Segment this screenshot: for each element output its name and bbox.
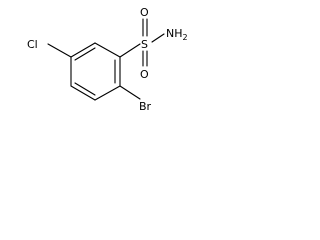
atom-amine-subscript: 2 — [183, 33, 188, 42]
bond-ring-to-chlorine — [47, 43, 72, 58]
ring-bond-c2-c3 — [70, 42, 96, 58]
ring-bond-c4-c5 — [70, 85, 96, 101]
bond-ring-to-bromine — [119, 85, 141, 100]
atom-amine-nh: NH — [166, 27, 183, 40]
atom-oxygen-bottom: O — [140, 68, 149, 81]
ring-double-bond-c2-c3 — [74, 47, 96, 61]
bond-ring-to-sulfur — [119, 43, 141, 58]
atom-amine: NH2 — [166, 27, 188, 42]
atom-chlorine: Cl — [27, 38, 38, 51]
atom-oxygen-top: O — [140, 6, 149, 19]
ring-bond-c5-c6 — [94, 85, 121, 101]
atom-bromine: Br — [139, 100, 152, 113]
ring-double-bond-c4-c5 — [74, 82, 96, 96]
bond-s-n — [151, 33, 165, 43]
ring-bond-c1-c2 — [94, 42, 121, 58]
chemical-structure-diagram: Cl S O O NH2 Br — [27, 6, 188, 113]
atom-sulfur: S — [141, 38, 148, 51]
